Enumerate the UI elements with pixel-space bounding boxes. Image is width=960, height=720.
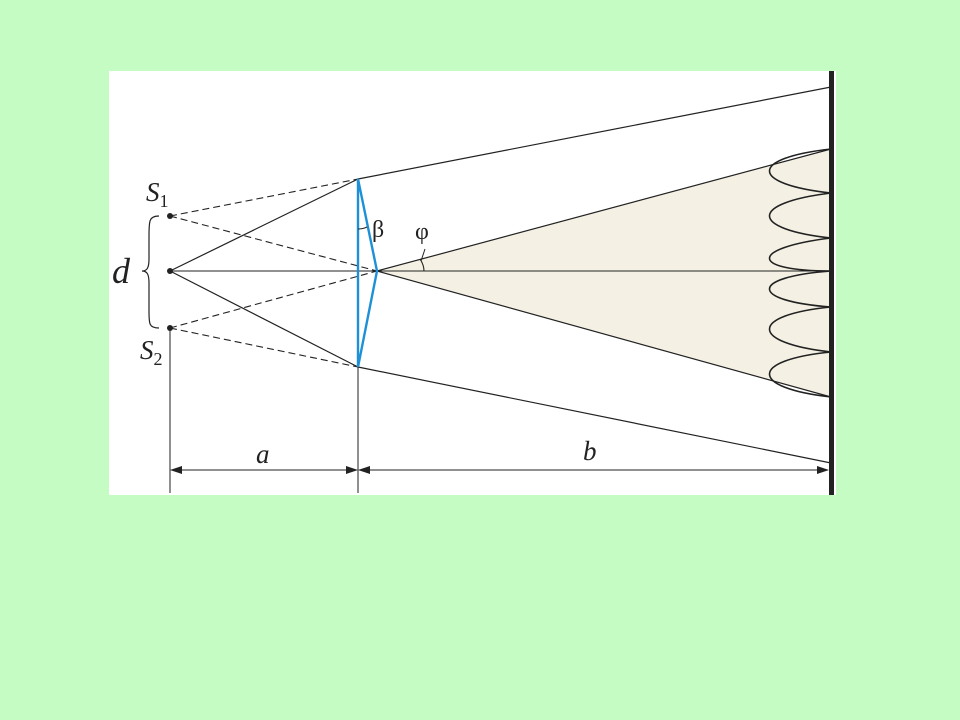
- diagram-svg: S1 S2 d β φ a b: [112, 71, 834, 495]
- separation-brace: [141, 215, 160, 329]
- ray-outer-bottom: [357, 366, 832, 464]
- ray-overlap-top-edge: [376, 148, 832, 272]
- fresnel-biprism-diagram: S1 S2 d β φ a b: [109, 71, 836, 495]
- ray-source-to-prism-bottom: [169, 270, 359, 368]
- phi-label-pointer: [420, 248, 426, 262]
- label-d: d: [112, 251, 131, 291]
- ray-overlap-bottom-edge: [376, 270, 832, 398]
- virtual-ray-s2-apex: [169, 270, 378, 329]
- label-beta: β: [372, 217, 384, 243]
- virtual-ray-s1-apex: [169, 215, 378, 272]
- beta-angle-arc: [357, 226, 368, 230]
- ray-outer-top: [357, 86, 832, 180]
- source-s-point: [167, 268, 173, 274]
- virtual-ray-s2-bottom: [169, 327, 359, 368]
- label-b: b: [583, 436, 597, 466]
- fresnel-biprism: [356, 178, 379, 368]
- label-s1: S1: [146, 177, 169, 211]
- label-phi: φ: [415, 219, 429, 245]
- label-a: a: [256, 439, 270, 469]
- observation-screen: [829, 71, 834, 495]
- source-s1-point: [167, 213, 173, 219]
- ray-source-to-prism-top: [169, 178, 359, 272]
- virtual-ray-s1-top: [169, 178, 359, 217]
- interference-region: [377, 149, 831, 397]
- label-s2: S2: [140, 335, 163, 369]
- phi-angle-arc: [419, 258, 425, 272]
